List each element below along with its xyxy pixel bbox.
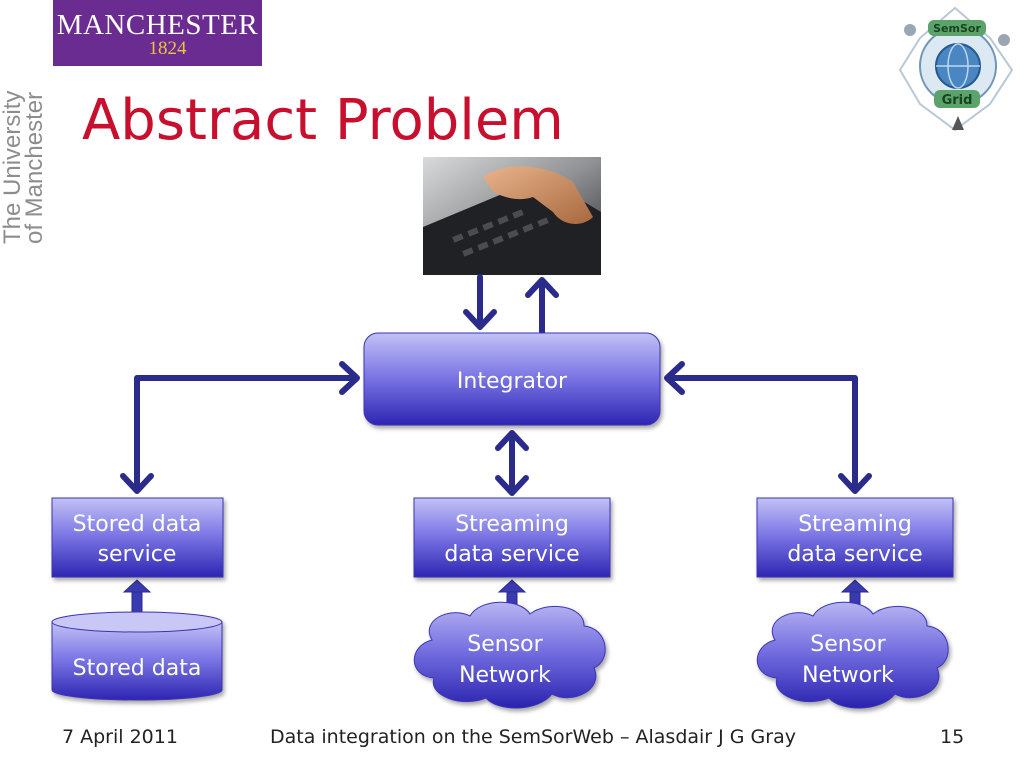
- slide-title: Abstract Problem: [82, 88, 564, 153]
- streaming-service-2-line2: data service: [787, 542, 922, 567]
- stored-service-line2: service: [98, 542, 177, 567]
- arrow-integrator-to-photo: [525, 277, 559, 335]
- sensor-network-1-line2: Network: [459, 663, 551, 688]
- arrow-photo-to-integrator: [463, 274, 497, 330]
- keyboard-photo: [423, 157, 601, 275]
- arrow-integrator-stored-service: [120, 361, 360, 494]
- integrator-label: Integrator: [457, 369, 568, 394]
- stored-data-cylinder: [51, 611, 223, 701]
- stored-service-line1: Stored data: [73, 512, 202, 537]
- arrow-integrator-streaming-service-1: [495, 430, 529, 496]
- sensor-network-2-line2: Network: [802, 663, 894, 688]
- integrator-node: [363, 332, 661, 426]
- semsorgrid-logo-top: SemSor: [933, 22, 981, 35]
- arrow-integrator-streaming-service-2: [664, 361, 872, 494]
- sensor-network-1-line1: Sensor: [467, 632, 543, 657]
- sensor-network-cloud-2: [756, 601, 949, 709]
- logo-name: MANCHESTER: [56, 9, 259, 41]
- footer-title: Data integration on the SemSorWeb – Alas…: [270, 726, 796, 748]
- stored-data-service-node: [51, 497, 224, 578]
- footer-date: 7 April 2011: [62, 726, 178, 748]
- streaming-service-1-line2: data service: [444, 542, 579, 567]
- stored-data-label: Stored data: [73, 656, 202, 681]
- semsorgrid-logo-bottom: Grid: [942, 93, 973, 108]
- manchester-logo: MANCHESTER 1824: [53, 0, 262, 66]
- sensor-network-cloud-1: [413, 601, 606, 709]
- streaming-service-2-line1: Streaming: [798, 512, 912, 537]
- semsorgrid-logo: SemSor Grid: [898, 6, 1014, 132]
- sensor-network-2-line1: Sensor: [810, 632, 886, 657]
- streaming-data-service-node-2: [756, 497, 954, 578]
- streaming-data-service-node-1: [413, 497, 611, 578]
- streaming-service-1-line1: Streaming: [455, 512, 569, 537]
- logo-year: 1824: [148, 38, 187, 59]
- footer-page-number: 15: [940, 726, 965, 748]
